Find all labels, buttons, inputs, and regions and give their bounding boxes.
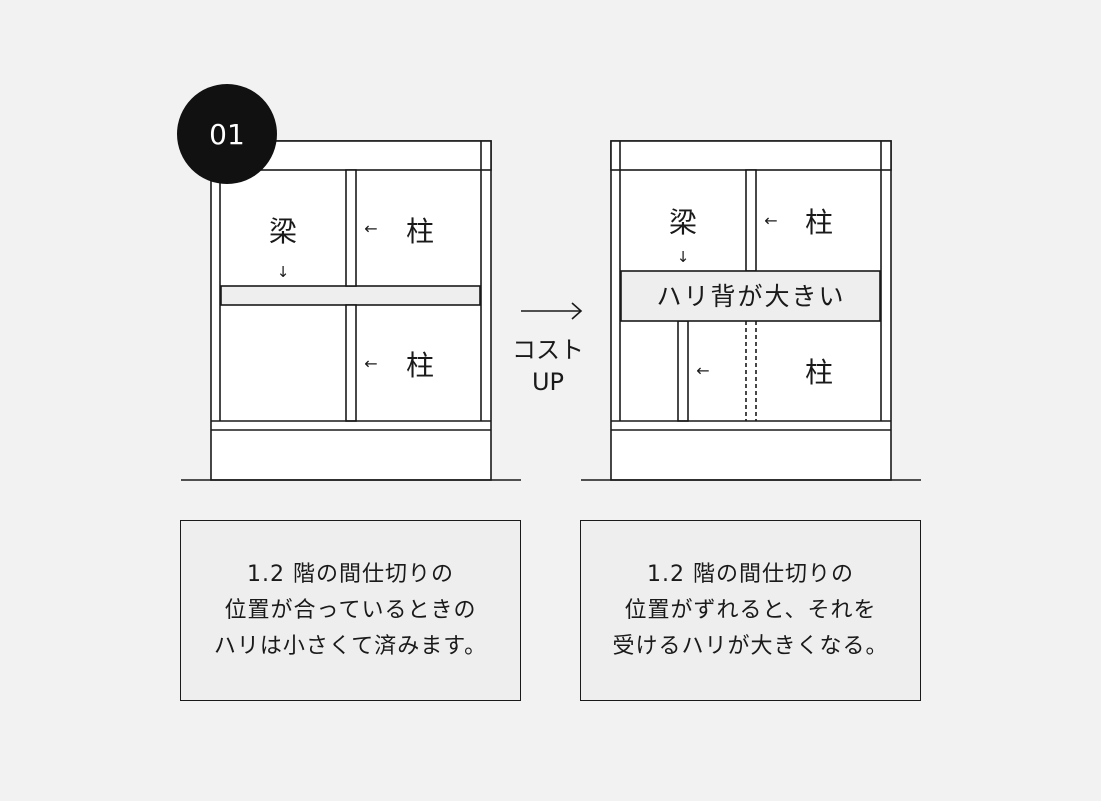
left-beam-arrow: ↓ [277, 263, 290, 281]
right-big-beam [620, 270, 881, 322]
right-beam-arrow: ↓ [677, 248, 690, 266]
right-caption-line-1: 1.2 階の間仕切りの [647, 561, 854, 587]
left-column-label-top: 柱 [406, 215, 434, 248]
right-big-beam-label: ハリ背が大きい [656, 282, 845, 311]
left-column-arrow-bottom: ← [364, 354, 377, 373]
right-caption-line-2: 位置がずれると、それを [624, 597, 877, 623]
arrow-head [571, 302, 583, 320]
step-badge: 01 [177, 84, 277, 184]
left-column-label-bottom: 柱 [406, 349, 434, 382]
right-column-arrow-bottom: ← [696, 361, 709, 380]
left-caption-line-3: ハリは小さくて済みます。 [213, 633, 488, 659]
right-top-beam [610, 140, 892, 171]
left-frame [181, 140, 521, 481]
right-column-upper [745, 169, 757, 272]
left-beam-label: 梁 [269, 215, 297, 248]
right-column-label-top: 柱 [805, 206, 833, 239]
right-column-lower-shifted [677, 320, 689, 422]
badge-circle [177, 84, 277, 184]
left-column-upper [345, 169, 357, 287]
right-caption-line-3: 受けるハリが大きくなる。 [612, 633, 889, 659]
arrow-label-up: UP [532, 368, 564, 396]
cost-up-arrow [521, 302, 583, 320]
badge-label: 01 [209, 118, 245, 151]
right-column-arrow-top: ← [764, 211, 777, 230]
left-column-lower [345, 304, 357, 422]
right-caption-box: 1.2 階の間仕切りの 位置がずれると、それを 受けるハリが大きくなる。 [580, 520, 921, 701]
left-caption-box: 1.2 階の間仕切りの 位置が合っているときの ハリは小さくて済みます。 [180, 520, 521, 701]
arrow-label-cost: コスト [512, 336, 584, 364]
right-frame [581, 140, 921, 481]
left-column-arrow-top: ← [364, 219, 377, 238]
left-caption-line-1: 1.2 階の間仕切りの [247, 561, 454, 587]
right-beam-label: 梁 [669, 206, 697, 239]
left-floor-beam [220, 285, 481, 306]
left-caption-line-2: 位置が合っているときの [224, 597, 477, 623]
right-column-label-bottom: 柱 [805, 356, 833, 389]
